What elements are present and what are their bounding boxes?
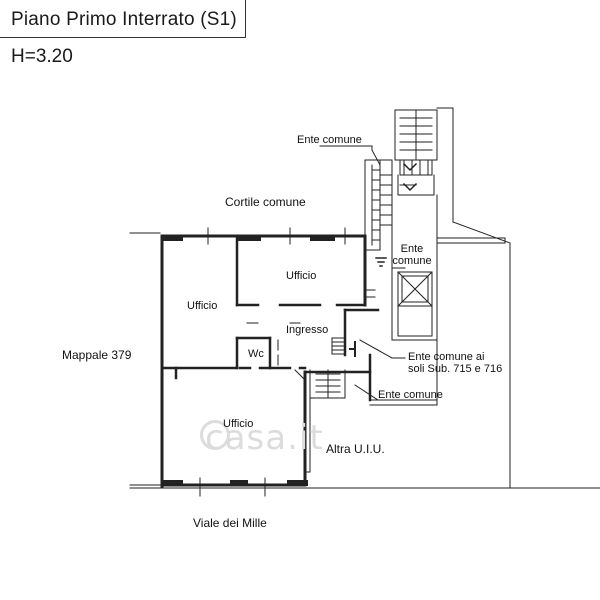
watermark-icon xyxy=(200,420,230,450)
watermark: casa.it xyxy=(205,418,324,458)
title-frame xyxy=(0,0,246,38)
hatched-wall xyxy=(304,397,311,473)
sheet-title: Piano Primo Interrato (S1) xyxy=(11,9,237,30)
label-cortile-comune: Cortile comune xyxy=(225,195,306,209)
label-ente-comune-soli-1: Ente comune ai xyxy=(408,351,485,363)
window-ticks xyxy=(199,227,346,497)
label-ente-comune-soli-2: soli Sub. 715 e 716 xyxy=(408,363,503,375)
label-ente-comune-bottom: Ente comune xyxy=(378,389,443,401)
room-ufficio-left: Ufficio xyxy=(187,300,218,312)
label-ente-comune-top: Ente comune xyxy=(297,134,362,146)
label-mappale: Mappale 379 xyxy=(62,348,132,362)
label-viale: Viale dei Mille xyxy=(193,516,267,530)
inner-walls xyxy=(160,234,380,402)
room-wc: Wc xyxy=(248,348,264,360)
room-ufficio-top: Ufficio xyxy=(286,270,317,282)
window-marks xyxy=(162,235,335,486)
stair-arrows xyxy=(375,162,418,267)
door-marks xyxy=(246,289,376,381)
sheet-height: H=3.20 xyxy=(11,46,73,67)
label-ente-comune-stair: Ente comune xyxy=(392,243,432,267)
door-symbols xyxy=(349,341,356,357)
boundary-line xyxy=(452,221,511,244)
room-ingresso: Ingresso xyxy=(286,324,329,336)
leader-lines xyxy=(319,145,406,401)
room-ufficio-bottom: Ufficio xyxy=(223,418,254,430)
label-altra-uiu: Altra U.I.U. xyxy=(326,442,385,456)
